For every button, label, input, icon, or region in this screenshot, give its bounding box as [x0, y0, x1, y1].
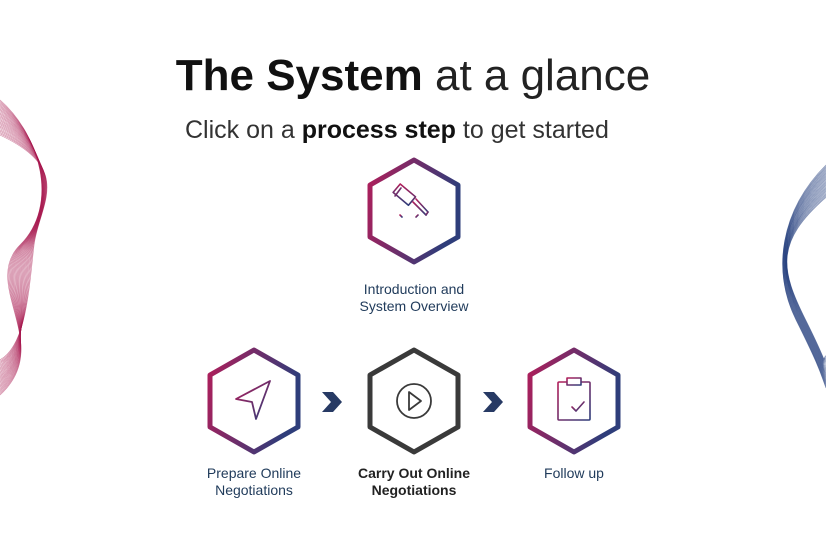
subtitle-bold: process step [301, 116, 456, 144]
clipboard-check-icon [557, 377, 591, 421]
subtitle-pre: Click on a [185, 116, 295, 144]
step-follow-up[interactable]: Follow up [504, 345, 644, 482]
step-carry-label: Carry Out Online Negotiations [344, 465, 484, 499]
page-subtitle: Click on a process step to get started [185, 114, 609, 146]
step-prepare-negotiations[interactable]: Prepare Online Negotiations [184, 345, 324, 499]
decorative-wave-left [0, 99, 48, 396]
step-prepare-label-line1: Prepare Online [206, 465, 302, 481]
step-prepare-label: Prepare Online Negotiations [184, 465, 324, 499]
step-carry-label-line2: Negotiations [371, 482, 457, 498]
page-title: The System at a glance [0, 48, 826, 104]
gavel-icon [392, 183, 429, 224]
step-prepare-label-line2: Negotiations [215, 482, 293, 498]
step-carry-label-line1: Carry Out Online [357, 465, 471, 481]
step-intro-label-line2: System Overview [359, 298, 469, 314]
hexagon-step-carry [367, 347, 461, 455]
chevron-right-icon [322, 392, 342, 412]
navigation-arrow-icon [235, 380, 271, 420]
step-intro-label: Introduction and System Overview [344, 281, 484, 315]
step-intro-label-line1: Introduction and [363, 281, 465, 297]
chevron-right-icon [483, 392, 503, 412]
subtitle-post: to get started [462, 116, 609, 144]
decorative-wave-right [782, 164, 826, 389]
hexagon-step-intro [367, 157, 461, 265]
step-follow-label: Follow up [504, 465, 644, 482]
hexagon-step-prepare [207, 347, 301, 455]
play-icon [396, 383, 432, 419]
step-follow-label-line1: Follow up [544, 465, 604, 481]
title-bold: The System [175, 51, 423, 100]
title-rest: at a glance [434, 51, 651, 100]
hexagon-step-follow [527, 347, 621, 455]
step-carry-out-negotiations[interactable]: Carry Out Online Negotiations [344, 345, 484, 499]
step-introduction-overview[interactable]: Introduction and System Overview [344, 155, 484, 315]
